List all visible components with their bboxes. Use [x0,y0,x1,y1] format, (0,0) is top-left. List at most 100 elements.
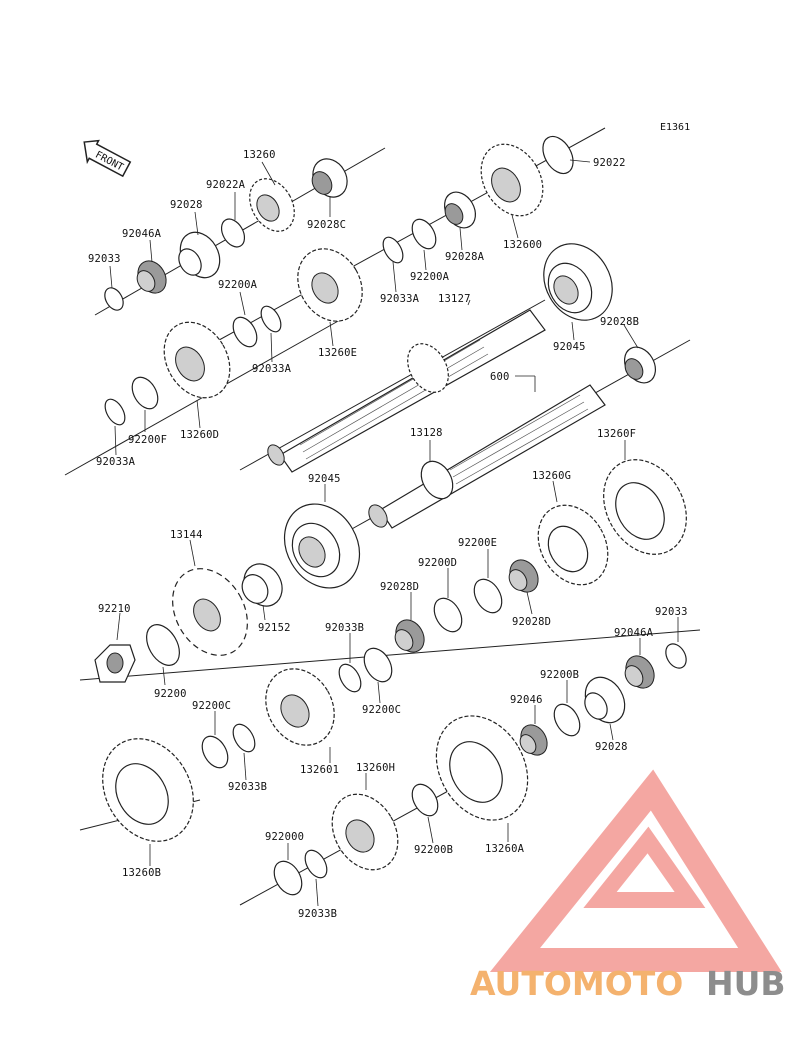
label-92200C-1: 92200C [192,700,231,712]
bushing-92028B [623,346,657,384]
label-13128: 13128 [410,427,443,439]
label-92200B-1: 92200B [540,669,579,681]
gear-13260G [537,504,609,586]
label-92200A-1: 92200A [410,271,450,283]
label-600: 600 [490,371,510,383]
label-92200B-2: 92200B [414,844,453,856]
gear-13260E [297,248,363,322]
label-13260B: 13260B [122,867,161,879]
label-92045-mid: 92045 [308,473,341,485]
label-92200F: 92200F [128,434,167,446]
label-13260D: 13260D [180,429,219,441]
collar-92028-top [178,231,221,279]
label-92045-top: 92045 [553,341,586,353]
label-92046: 92046 [510,694,543,706]
output-shaft-13128 [368,384,606,529]
needle-bearing-92028D-left [394,619,425,653]
label-13127: 13127 [438,293,471,305]
label-92028B: 92028B [600,316,639,328]
label-92200A-2: 92200A [218,279,258,291]
snap-ring-92033A-1 [382,236,404,264]
washer-92200B-1 [553,703,581,737]
washer-92022 [542,135,574,175]
washer-92200F [131,376,159,410]
label-92022A: 92022A [206,179,246,191]
gear-13260D [163,321,231,399]
label-13260F: 13260F [597,428,636,440]
label-92033-right: 92033 [655,606,688,618]
snap-ring-92033A-2 [260,305,282,333]
label-92200D: 92200D [418,557,457,569]
needle-bearing-92028D-right [508,559,539,593]
label-92022: 92022 [593,157,626,169]
collar-92028-right [584,676,626,724]
watermark-text-plain: HUB [706,964,786,1003]
needle-bearing-92046A-top [136,260,167,294]
label-92033A-2: 92033A [252,363,292,375]
needle-bearing-92046 [519,724,548,756]
washer-92200D [433,597,463,633]
label-13260H: 13260H [356,762,395,774]
label-92028D-2: 92028D [512,616,551,628]
label-13144: 13144 [170,529,203,541]
label-92028-right: 92028 [595,741,628,753]
washer-92200C-2 [201,735,229,769]
washer-92200A-1 [411,218,437,250]
gear-13260A [435,715,529,821]
gear-13260B [102,738,194,842]
label-92033B-1: 92033B [325,622,364,634]
washer-92200C-1 [363,647,393,683]
label-92200: 92200 [154,688,187,700]
label-13260A: 13260A [485,843,525,855]
label-92200C-2: 92200C [362,704,401,716]
bearing-92045-top [543,243,613,321]
label-13260G: 13260G [532,470,571,482]
washer-92200 [146,624,180,666]
label-92046A-right: 92046A [614,627,654,639]
label-92033A-1: 92033A [380,293,420,305]
washer-92200A-2 [232,316,258,348]
snap-ring-92033A-3 [104,398,126,426]
gear-13260H [331,793,399,871]
watermark-logo-icon [489,769,782,972]
needle-bearing-92046A-right [624,655,655,689]
washer-92022A [220,218,246,248]
label-92028A: 92028A [445,251,485,263]
label-13260: 13260 [243,149,276,161]
label-92200E: 92200E [458,537,497,549]
gear-13260F [603,459,687,555]
label-922000: 922000 [265,831,304,843]
label-92028C: 92028C [307,219,346,231]
snap-ring-92033B-2 [232,723,256,753]
gear-132600 [480,143,544,217]
gear-132601 [265,668,335,746]
label-92033A-3: 92033A [96,456,136,468]
label-92033B-2: 92033B [228,781,267,793]
label-92152: 92152 [258,622,291,634]
snap-ring-92033B-1 [338,663,362,693]
label-132600: 132600 [503,239,542,251]
snap-ring-92033-top [104,287,124,311]
bushing-92028A [443,191,477,229]
label-92033B-3: 92033B [298,908,337,920]
collar-92152 [241,563,283,607]
part-labels: 13260 92022A 92028 92046A 92033 92028C 9… [88,149,688,920]
nut-92210 [94,644,136,683]
label-92028D-1: 92028D [380,581,419,593]
input-shaft-13127 [267,309,546,473]
label-13260E: 13260E [318,347,357,359]
label-92046A-top: 92046A [122,228,162,240]
sprocket-13144 [172,568,248,656]
washer-92200B-2 [411,783,439,817]
washer-92200E [473,578,503,614]
label-92028: 92028 [170,199,203,211]
leader-lines [109,159,679,907]
front-arrow-icon: FRONT [83,139,132,178]
bushing-92028C [311,158,348,198]
snap-ring-92033-right [665,643,687,669]
snap-ring-92033B-3 [304,849,328,879]
gear-13260 [249,178,295,232]
label-132601: 132601 [300,764,339,776]
washer-922000 [273,860,303,896]
